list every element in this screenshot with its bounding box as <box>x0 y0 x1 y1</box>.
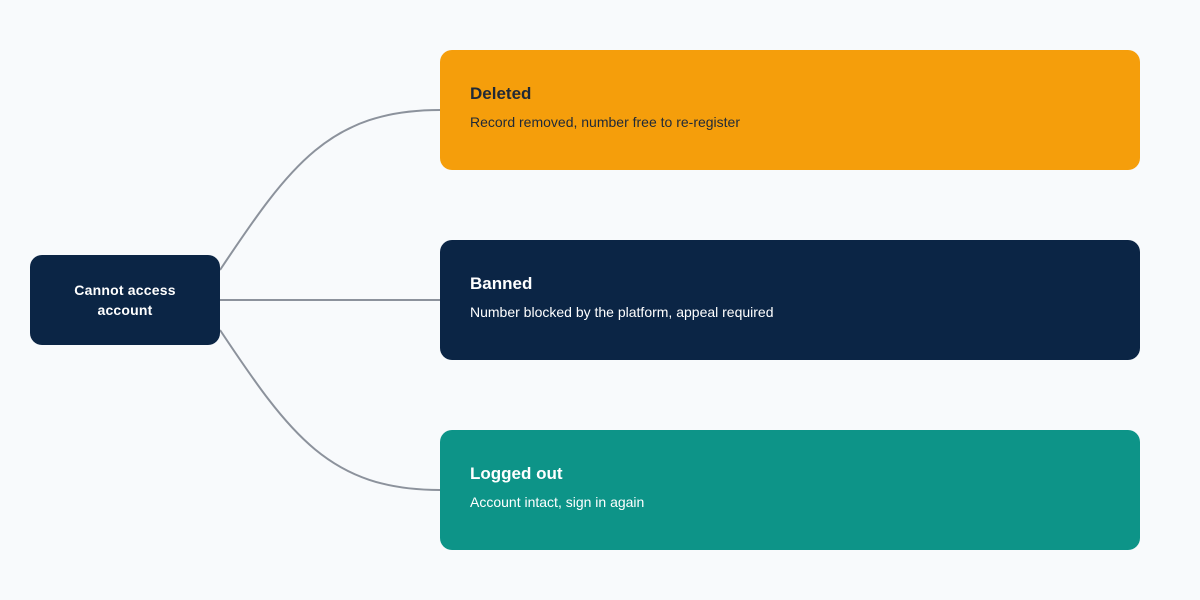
connector-deleted <box>219 109 441 271</box>
branch-card-logged-out: Logged out Account intact, sign in again <box>440 430 1140 550</box>
connector-logged-out <box>219 329 441 491</box>
branch-description-deleted: Record removed, number free to re-regist… <box>470 114 740 130</box>
branch-description-banned: Number blocked by the platform, appeal r… <box>470 304 774 320</box>
branch-title-banned: Banned <box>470 274 533 293</box>
branch-title-logged-out: Logged out <box>470 464 563 483</box>
branch-title-deleted: Deleted <box>470 84 532 103</box>
branch-card-banned: Banned Number blocked by the platform, a… <box>440 240 1140 360</box>
branch-description-logged-out: Account intact, sign in again <box>470 494 645 510</box>
branch-card-deleted: Deleted Record removed, number free to r… <box>440 50 1140 170</box>
root-node: Cannot access account <box>30 255 220 345</box>
root-label: Cannot access account <box>74 282 176 318</box>
